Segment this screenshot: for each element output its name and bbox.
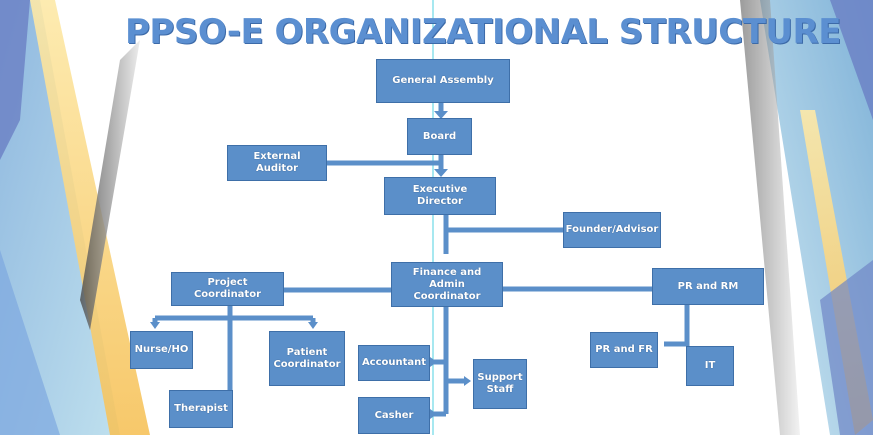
- node-general-assembly: General Assembly: [376, 59, 510, 103]
- node-support-staff: Support Staff: [473, 359, 527, 409]
- node-it: IT: [686, 346, 734, 386]
- node-pr-and-rm: PR and RM: [652, 268, 764, 305]
- node-accountant: Accountant: [358, 345, 430, 381]
- node-casher: Casher: [358, 397, 430, 434]
- node-pr-and-fr: PR and FR: [590, 332, 658, 368]
- node-board: Board: [407, 118, 472, 155]
- node-external-auditor: External Auditor: [227, 145, 327, 181]
- page-title: PPSO-E ORGANIZATIONAL STRUCTURE: [125, 12, 841, 52]
- node-project-coordinator: Project Coordinator: [171, 272, 284, 306]
- node-executive-director: Executive Director: [384, 177, 496, 215]
- node-founder-advisor: Founder/Advisor: [563, 212, 661, 248]
- node-therapist: Therapist: [169, 390, 233, 428]
- node-finance-admin-coordinator: Finance and Admin Coordinator: [391, 262, 503, 307]
- node-nurse-ho: Nurse/HO: [130, 331, 193, 369]
- node-patient-coordinator: Patient Coordinator: [269, 331, 345, 386]
